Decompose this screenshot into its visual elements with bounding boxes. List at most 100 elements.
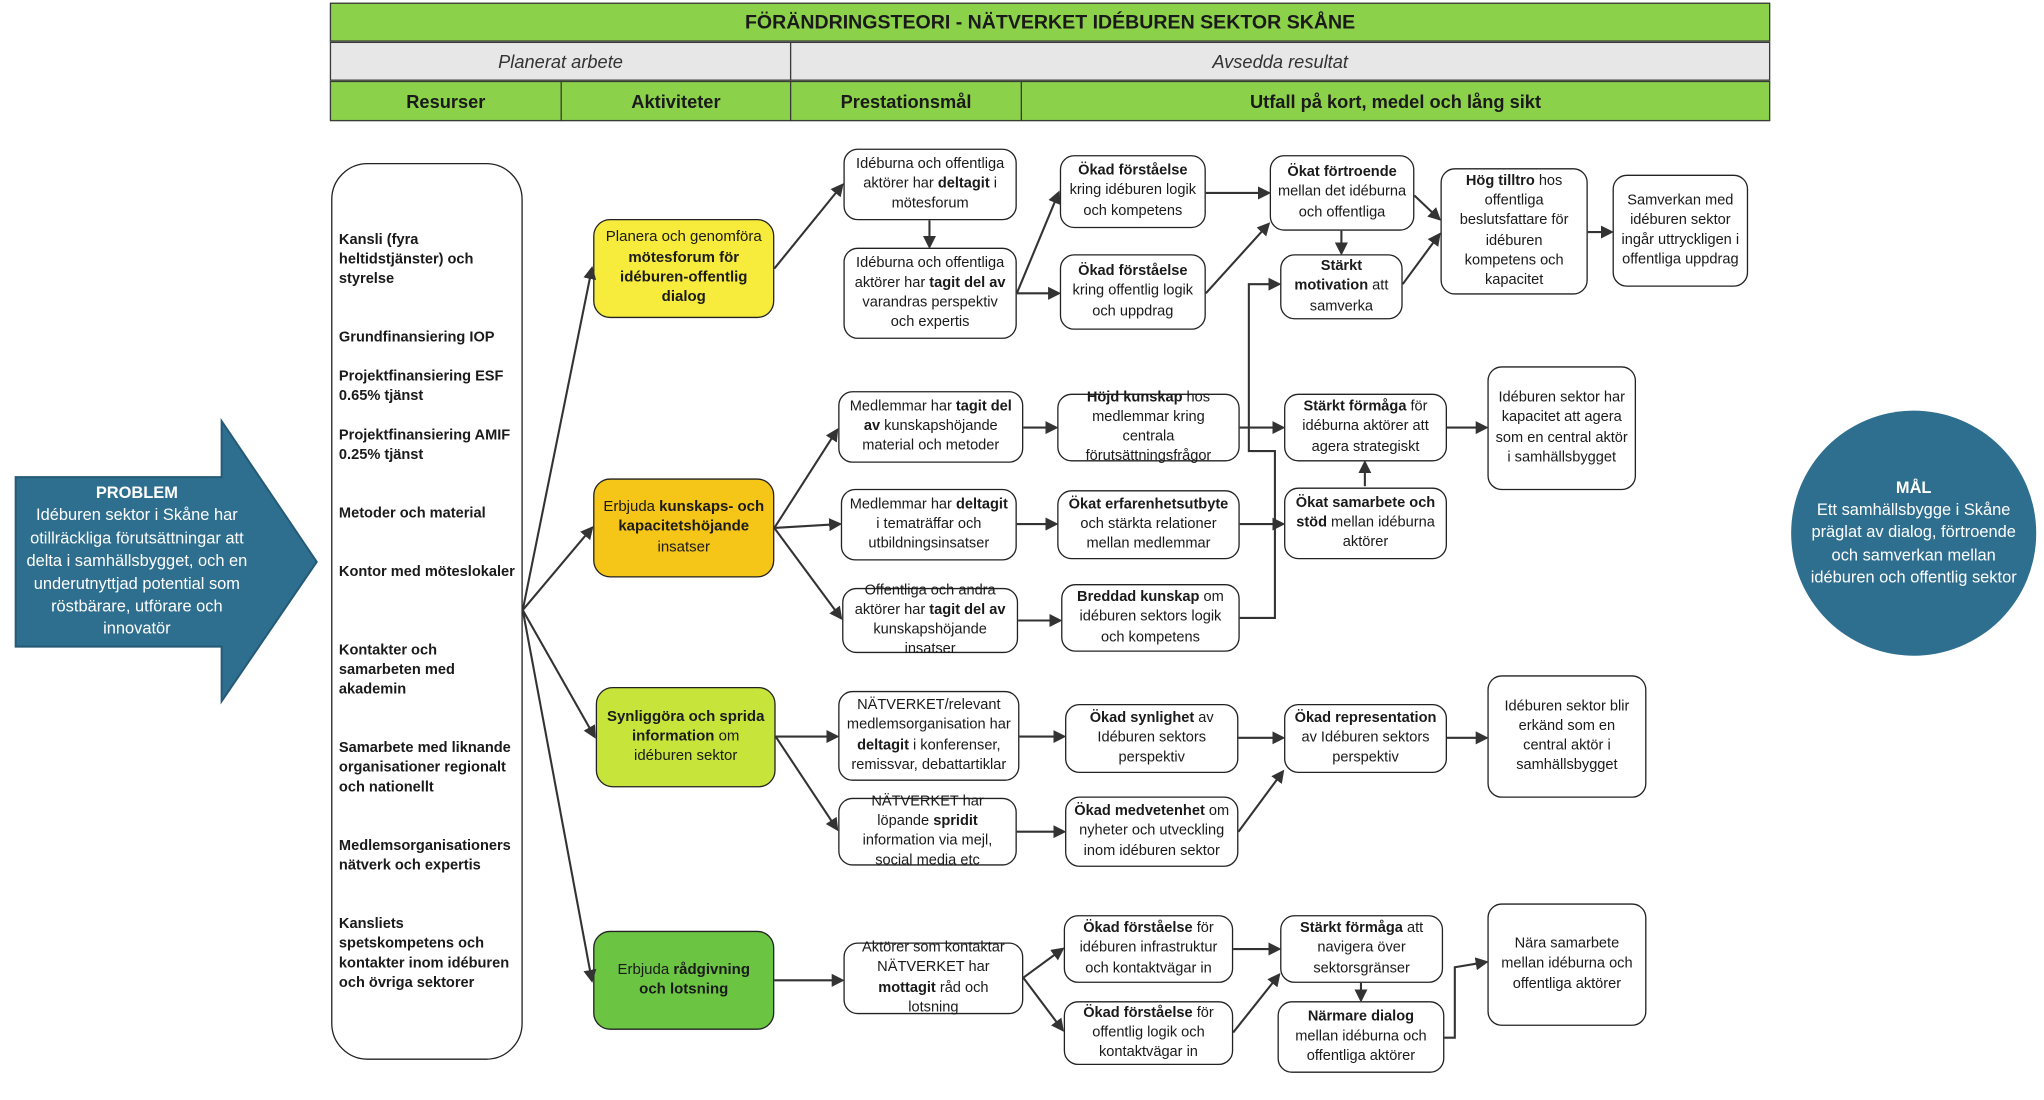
box-text: Idéburen sektor blir erkänd som en centr… (1495, 697, 1638, 776)
activity-box: Erbjuda kunskaps- och kapacitetshöjande … (593, 478, 775, 578)
box-text-bold: Hög tilltro (1465, 173, 1535, 190)
resource-item: Kansliets spetskompetens och kontakter i… (338, 916, 510, 992)
box-text-bold: Ökad förståelse (1078, 163, 1188, 180)
box-text-part: av Idéburen sektors perspektiv (1301, 729, 1430, 766)
goal-circle: MÅL Ett samhällsbygge i Skåne präglat av… (1791, 410, 2037, 656)
box-text-part: för idéburen infrastruktur och kontaktvä… (1079, 920, 1218, 976)
box-text-bold: Höjd kunskap (1086, 389, 1183, 406)
box-text-part: mellan idéburna aktörer (1327, 514, 1435, 551)
connector-arrow (1444, 957, 1489, 1039)
goal-text: Ett samhällsbygge i Skåne präglat av dia… (1810, 500, 2017, 587)
box-text-part: om idéburen sektor (634, 728, 740, 765)
box-text: Stärkt förmåga att navigera över sektors… (1288, 919, 1435, 978)
box-text: Idéburna och offentliga aktörer har tagi… (851, 254, 1009, 333)
connector-arrow (1237, 769, 1285, 833)
box-text: Offentliga och andra aktörer har tagit d… (850, 581, 1010, 660)
box-text: Idéburna och offentliga aktörer har delt… (851, 155, 1009, 214)
box-text-part: Idéburna och offentliga aktörer har (854, 255, 1005, 291)
box-text-bold: Ökad förståelse (1078, 263, 1188, 280)
box-text: Synliggöra och sprida information om idé… (605, 707, 767, 767)
output-box: Medlemmar har deltagit i tematräffar och… (840, 488, 1017, 561)
outcome-box: Breddad kunskap om idéburen sektors logi… (1061, 584, 1240, 652)
outcome-box: Stärkt förmåga för idéburna aktörer att … (1284, 393, 1447, 462)
box-text: Medlemmar har deltagit i tematräffar och… (849, 495, 1009, 554)
connector-arrow (1015, 190, 1061, 294)
box-text: Ökad medvetenhet om nyheter och utveckli… (1073, 802, 1231, 861)
box-text-bold: tagit del av (863, 398, 1012, 435)
box-text: Höjd kunskap hos medlemmar kring central… (1065, 388, 1232, 467)
box-text-bold: Ökad synlighet (1089, 710, 1195, 726)
box-text-bold: Ökad representation (1294, 710, 1437, 726)
box-text-part: kunskapshöjande insatser (873, 621, 987, 658)
box-text-bold: Synliggöra och sprida information (606, 708, 765, 745)
box-text-part: för offentlig logik och kontaktvägar in (1092, 1004, 1214, 1060)
activity-box: Planera och genomföra mötesforum för idé… (593, 219, 775, 319)
resource-item: Samarbete med liknande organisationer re… (338, 740, 511, 796)
output-box: NÄTVERKET har löpande spridit informatio… (838, 794, 1017, 868)
box-text-part: i tematräffar och utbildningsinsatser (868, 516, 990, 552)
box-text: Nära samarbete mellan idéburna och offen… (1495, 935, 1638, 994)
connector-arrow (521, 265, 597, 611)
header-outputs: Prestationsmål (789, 80, 1023, 122)
connector-arrow (1239, 277, 1282, 619)
box-text-bold: Stärkt förmåga (1303, 399, 1407, 415)
box-text-part: i mötesforum (891, 175, 997, 212)
box-text-part: hos offentliga beslutsfattare för idébur… (1459, 173, 1569, 288)
box-text-part: hos medlemmar kring centrala förutsättni… (1085, 389, 1212, 465)
box-text-part: Planera och genomföra (605, 230, 762, 246)
box-text-part: Idéburna och offentliga aktörer har (856, 156, 1005, 192)
box-text-part: Idéburen sektor blir erkänd som en centr… (1504, 698, 1630, 774)
resources-box (331, 162, 523, 1060)
box-text-part: om nyheter och utveckling inom idéburen … (1079, 803, 1230, 859)
box-text-part: Samverkan med idéburen sektor ingår uttr… (1621, 192, 1740, 268)
box-text-bold: Ökat samarbete och stöd (1295, 495, 1436, 531)
box-text-part: Aktörer som kontaktar NÄTVERKET har (862, 940, 1005, 976)
box-text: NÄTVERKET har löpande spridit informatio… (846, 792, 1009, 871)
connector-arrow (1022, 947, 1065, 979)
box-text-bold: Ökad medvetenhet (1074, 803, 1205, 820)
box-text: Medlemmar har tagit del av kunskapshöjan… (846, 397, 1015, 456)
resource-item: Projektfinansiering ESF 0.65% tjänst (338, 368, 504, 405)
box-text-part: Medlemmar har (849, 496, 956, 513)
box-text: Stärkt motivation att samverka (1288, 257, 1395, 316)
box-text-part: för idéburna aktörer att agera strategis… (1302, 399, 1429, 455)
box-text: Ökad representation av Idéburen sektors … (1292, 709, 1439, 768)
box-text-part: kring offentlig logik och uppdrag (1072, 283, 1194, 319)
outcome-box: Ökat förtroende mellan det idéburna och … (1269, 155, 1415, 231)
box-text-part: varandras perspektiv och expertis (862, 294, 998, 330)
activity-box: Erbjuda rådgivning och lotsning (593, 930, 775, 1030)
outcome-box: Ökad förståelse kring offentlig logik oc… (1059, 254, 1206, 330)
box-text: Stärkt förmåga för idéburna aktörer att … (1292, 398, 1439, 457)
box-text-part: Erbjuda (603, 499, 660, 516)
box-text: Ökad förståelse för idéburen infrastrukt… (1072, 919, 1226, 978)
output-box: Idéburna och offentliga aktörer har delt… (843, 148, 1017, 221)
connector-arrow (1232, 973, 1281, 1034)
outcome-box: Ökat samarbete och stöd mellan idéburna … (1284, 487, 1447, 560)
outcome-box: Ökad förståelse för idéburen infrastrukt… (1063, 915, 1234, 983)
box-text-bold: tagit del av (929, 274, 1006, 291)
box-text-part: Idéburen sektor har kapacitet att agera … (1495, 390, 1628, 465)
resource-item: Kansli (fyra heltidstjänster) och styrel… (338, 232, 474, 288)
output-box: Medlemmar har tagit del av kunskapshöjan… (838, 391, 1024, 463)
box-text-bold: Ökat erfarenhetsutbyte (1068, 496, 1229, 513)
connector-arrow (521, 609, 596, 739)
box-text: NÄTVERKET/relevant medlemsorganisation h… (846, 696, 1012, 775)
box-text: Hög tilltro hos offentliga beslutsfattar… (1448, 172, 1580, 290)
box-text-part: kunskapshöjande material och metoder (862, 418, 1000, 454)
activity-box: Synliggöra och sprida information om idé… (595, 686, 776, 788)
box-text: Ökad förståelse kring idéburen logik och… (1068, 162, 1198, 221)
box-text-bold: mötesforum för idéburen-offentlig dialog (620, 249, 748, 306)
header-activities: Aktiviteter (560, 80, 792, 122)
output-box: Offentliga och andra aktörer har tagit d… (842, 582, 1019, 657)
outcome-box: Ökad synlighet av Idéburen sektors persp… (1065, 703, 1239, 774)
box-text-part: information via mejl, social media etc (862, 833, 993, 869)
box-text-part: råd och lotsning (908, 979, 989, 1015)
output-box: Aktörer som kontaktar NÄTVERKET har mott… (843, 940, 1024, 1015)
box-text: Ökad förståelse för offentlig logik och … (1072, 1004, 1226, 1063)
box-text-bold: Breddad kunskap (1077, 589, 1200, 606)
output-box: NÄTVERKET/relevant medlemsorganisation h… (838, 690, 1020, 781)
problem-title: PROBLEM (95, 483, 178, 502)
box-text-bold: kunskaps- och kapacitetshöjande (618, 499, 765, 535)
box-text-part: mellan det idéburna och offentliga (1277, 184, 1407, 220)
